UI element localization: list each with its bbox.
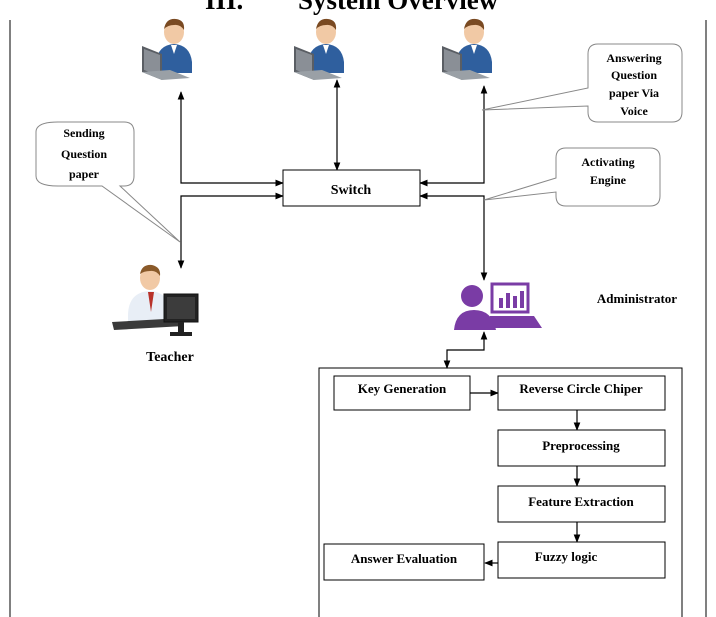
answer-evaluation-box: Answer Evaluation (323, 543, 485, 581)
connector-student3-switch (419, 85, 488, 187)
callout-activating-engine: Activating Engine (483, 147, 661, 207)
callout-line: Activating (581, 155, 634, 169)
reverse-circle-chiper-box: Reverse Circle Chiper (497, 375, 666, 411)
connector-admin-process (443, 331, 488, 369)
key-generation-box: Key Generation (333, 375, 471, 411)
callout-line: Answering (606, 51, 661, 65)
fuzzy-logic-label: Fuzzy logic (535, 549, 598, 564)
callout-line: Engine (590, 173, 627, 187)
student-laptop-icon (294, 18, 344, 81)
administrator-label: Administrator (597, 291, 677, 306)
callout-line: paper Via (609, 86, 659, 100)
callout-line: Question (61, 147, 107, 161)
feature-extraction-box: Feature Extraction (497, 485, 666, 523)
answer-evaluation-label: Answer Evaluation (351, 551, 458, 566)
preprocessing-label: Preprocessing (542, 438, 620, 453)
callout-sending-question-paper: Sending Question paper (35, 121, 181, 243)
feature-extraction-label: Feature Extraction (528, 494, 634, 509)
callout-line: Voice (620, 104, 648, 118)
reverse-circle-label: Reverse Circle Chiper (519, 381, 642, 396)
preprocessing-box: Preprocessing (497, 429, 666, 467)
fuzzy-logic-box: Fuzzy logic (497, 541, 666, 579)
switch-node: Switch (282, 169, 421, 207)
switch-label: Switch (331, 183, 372, 198)
heading-number: III. (205, 0, 243, 15)
callout-line: Sending (63, 126, 104, 140)
teacher-computer-icon (112, 264, 199, 336)
connector-student1-switch (177, 91, 284, 187)
connector-switch-admin (419, 192, 488, 281)
admin-dashboard-icon (454, 282, 542, 330)
heading-title: System Overview (298, 0, 499, 15)
callout-line: Question (611, 68, 657, 82)
callout-line: paper (69, 167, 100, 181)
process-panel (318, 367, 683, 617)
teacher-label: Teacher (146, 350, 194, 365)
callout-answering-voice: Answering Question paper Via Voice (481, 43, 683, 123)
connector-switch-teacher (177, 192, 284, 269)
student-laptop-icon (442, 18, 492, 81)
key-generation-label: Key Generation (358, 381, 447, 396)
student-laptop-icon (142, 18, 192, 81)
